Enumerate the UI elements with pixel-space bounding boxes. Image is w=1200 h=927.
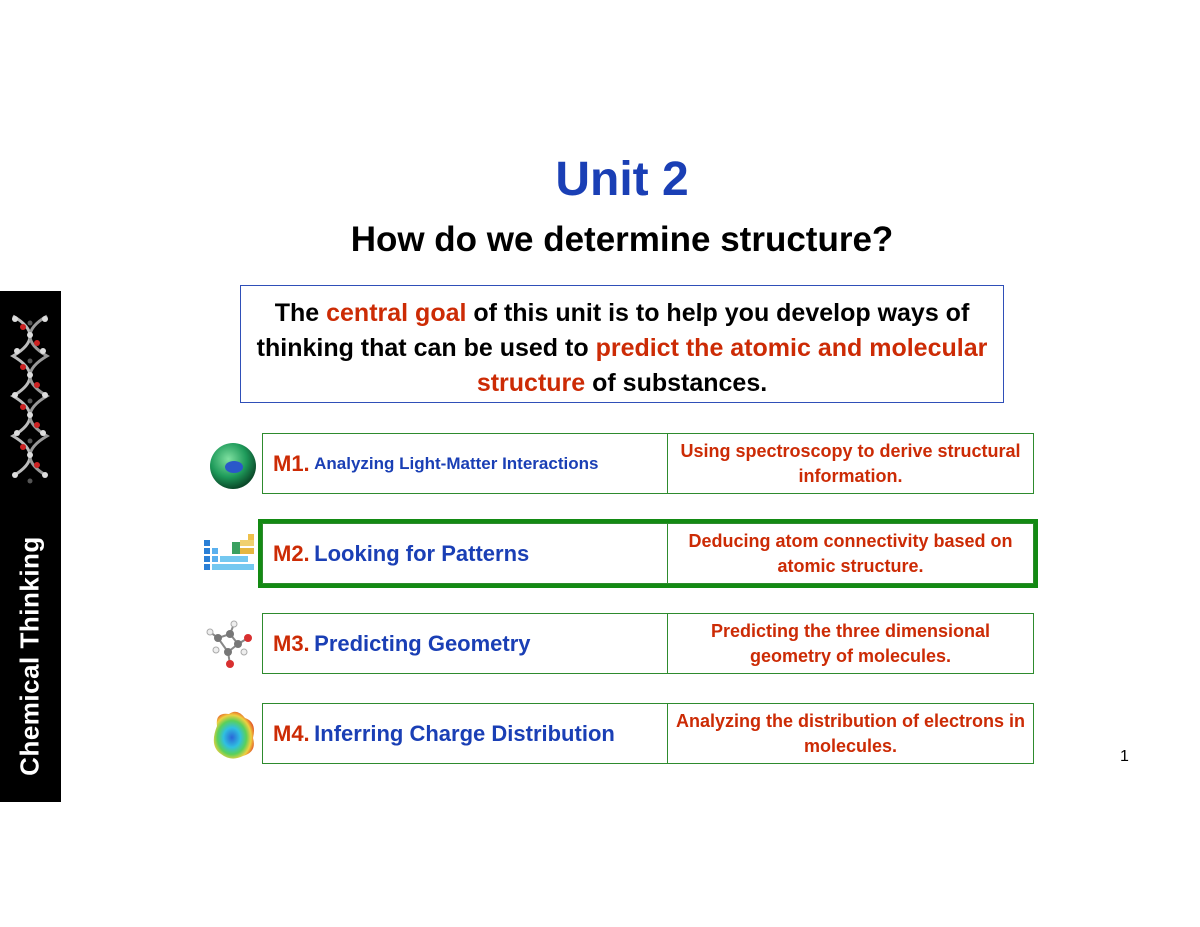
goal-highlight: central goal — [326, 299, 467, 327]
dna-molecule-icon — [10, 314, 50, 484]
module-name: Analyzing Light-Matter Interactions — [314, 453, 599, 473]
module-row-m1[interactable]: M1. Analyzing Light-Matter Interactions … — [262, 433, 1034, 494]
module-number: M1. — [273, 450, 310, 476]
module-title-cell: M4. Inferring Charge Distribution — [262, 703, 668, 764]
goal-text-part: of substances. — [585, 369, 768, 397]
goal-highlight: predict the atomic and molecular structu… — [476, 334, 988, 397]
module-number: M4. — [273, 720, 310, 746]
module-row-m2[interactable]: M2. Looking for Patterns Deducing atom c… — [258, 519, 1038, 588]
goal-text-part: The — [274, 299, 327, 327]
module-description: Using spectroscopy to derive structural … — [668, 433, 1034, 494]
green-sphere-icon — [210, 443, 256, 489]
slide-title: Unit 2 — [555, 153, 689, 206]
module-description: Predicting the three dimensional geometr… — [668, 613, 1034, 674]
sidebar-band: Chemical Thinking — [0, 291, 61, 802]
module-number: M2. — [273, 540, 310, 566]
goal-text-part: of this unit is to help you develop ways… — [256, 299, 970, 362]
periodic-table-icon — [204, 534, 254, 570]
sidebar-brand-text: Chemical Thinking — [14, 536, 45, 776]
module-title-cell: M1. Analyzing Light-Matter Interactions — [262, 433, 668, 494]
module-name: Inferring Charge Distribution — [314, 720, 615, 746]
module-name: Predicting Geometry — [314, 630, 531, 656]
charge-map-icon — [213, 711, 254, 759]
module-description: Deducing atom connectivity based on atom… — [668, 523, 1034, 584]
module-description: Analyzing the distribution of electrons … — [668, 703, 1034, 764]
slide-subtitle: How do we determine structure? — [350, 220, 894, 259]
module-number: M3. — [273, 630, 310, 656]
module-name: Looking for Patterns — [314, 540, 530, 566]
module-row-m4[interactable]: M4. Inferring Charge Distribution Analyz… — [262, 703, 1034, 764]
page-number: 1 — [1120, 748, 1129, 765]
module-title-cell: M2. Looking for Patterns — [262, 523, 668, 584]
module-title-cell: M3. Predicting Geometry — [262, 613, 668, 674]
module-row-m3[interactable]: M3. Predicting Geometry Predicting the t… — [262, 613, 1034, 674]
molecule-model-icon — [206, 620, 252, 668]
central-goal-box: The central goal of this unit is to help… — [240, 285, 1004, 403]
